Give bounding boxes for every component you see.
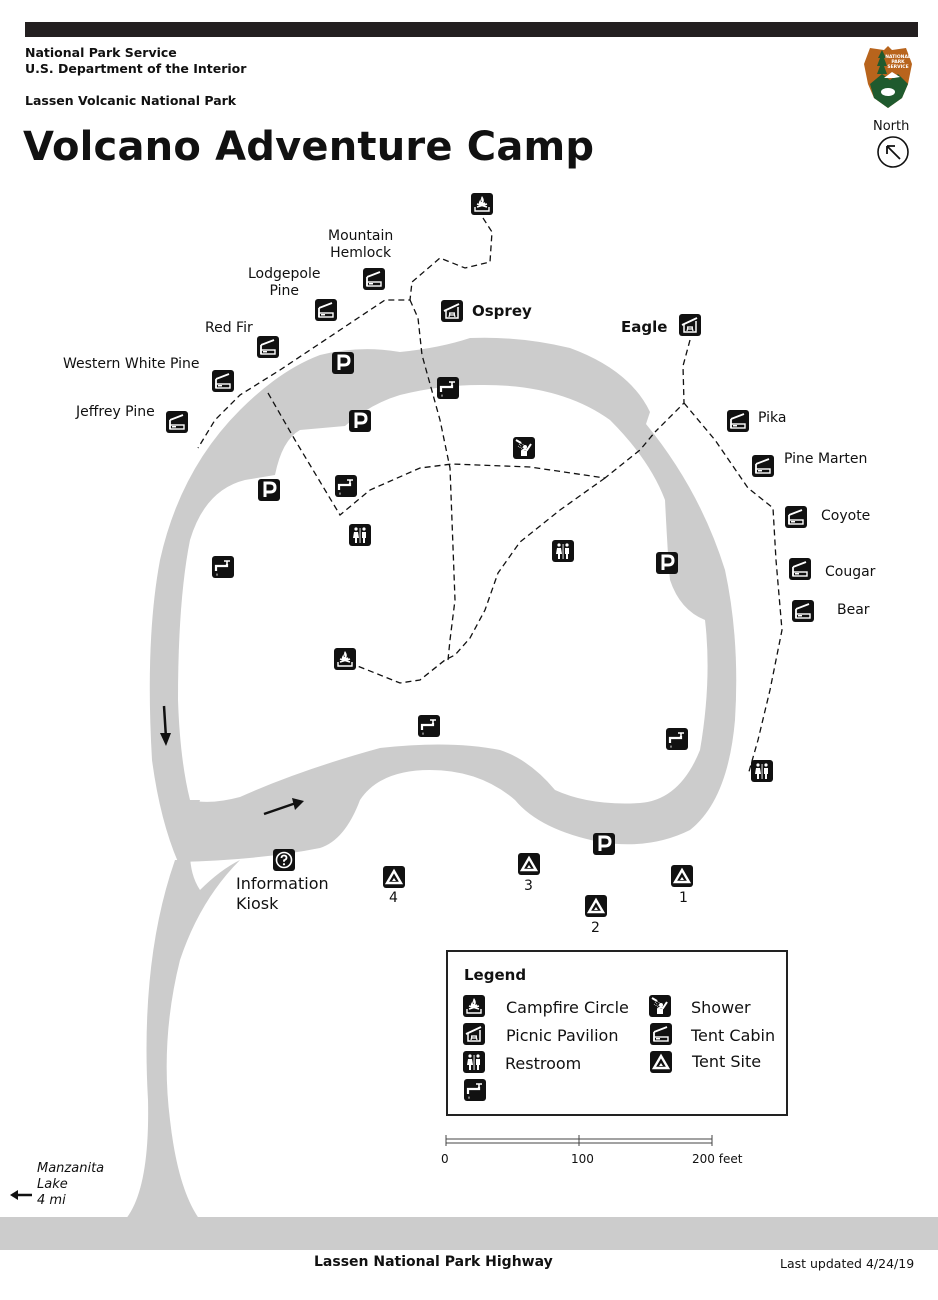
shower-icon: [649, 995, 671, 1017]
tent-site-number: 2: [591, 920, 600, 936]
cabin-label-red-fir: Red Fir: [205, 320, 253, 336]
highway-road: [0, 1217, 938, 1250]
parking-icon[interactable]: [258, 479, 280, 501]
scale-tick-label: 100: [571, 1152, 594, 1166]
campfire-circle-icon: [463, 995, 485, 1017]
cabin-label-bear: Bear: [837, 602, 870, 618]
parking-icon[interactable]: [656, 552, 678, 574]
north-arrow-icon: [877, 136, 909, 168]
tent-site-icon: [650, 1051, 672, 1073]
scale-tick-label: 0: [441, 1152, 449, 1166]
last-updated: Last updated 4/24/19: [780, 1256, 915, 1271]
one-way-arrow-right: [263, 801, 297, 816]
trail: [354, 477, 606, 684]
trail: [683, 402, 783, 776]
cabin-label-coyote: Coyote: [821, 508, 871, 524]
trail: [654, 339, 691, 433]
north-label: North: [873, 119, 910, 134]
logo-text: NATIONAL: [885, 54, 911, 60]
restroom-icon[interactable]: [349, 524, 371, 546]
picnic-pavilion-icon: [463, 1023, 485, 1045]
department-name: U.S. Department of the Interior: [25, 61, 247, 76]
tent-cabin-icon[interactable]: [752, 455, 774, 477]
water-faucet-icon: [464, 1079, 486, 1101]
pavilion-label-eagle: Eagle: [621, 318, 668, 336]
water-faucet-icon[interactable]: [212, 556, 234, 578]
highway-label: Lassen National Park Highway: [314, 1254, 553, 1270]
trail: [409, 299, 456, 661]
page-title: Volcano Adventure Camp: [23, 124, 595, 170]
shower-icon[interactable]: [513, 437, 535, 459]
tent-site-number: 4: [389, 890, 398, 906]
scale-tick-label: 200 feet: [692, 1152, 743, 1166]
legend-label: Tent Cabin: [691, 1026, 776, 1045]
picnic-pavilion-icon[interactable]: [679, 314, 701, 336]
cabin-label-pika: Pika: [758, 410, 787, 426]
tent-site-icon[interactable]: [518, 853, 540, 875]
trail: [267, 392, 656, 516]
restroom-icon[interactable]: [552, 540, 574, 562]
svg-text:PARK: PARK: [891, 59, 905, 65]
parking-icon[interactable]: [593, 833, 615, 855]
nps-arrowhead-logo: NATIONAL PARK SERVICE: [864, 46, 912, 108]
tent-site-number: 1: [679, 890, 688, 906]
water-faucet-icon[interactable]: [418, 715, 440, 737]
legend-label: Picnic Pavilion: [506, 1026, 619, 1045]
cabin-label-western-white-pine: Western White Pine: [63, 356, 200, 372]
tent-cabin-icon[interactable]: [212, 370, 234, 392]
park-name: Lassen Volcanic National Park: [25, 93, 237, 108]
pavilion-label-osprey: Osprey: [472, 302, 532, 320]
agency-name: National Park Service: [25, 45, 177, 60]
parking-icon[interactable]: [332, 352, 354, 374]
scale-bar: [445, 1135, 713, 1146]
tent-site-number: 3: [524, 878, 533, 894]
legend-label: Campfire Circle: [506, 998, 629, 1017]
tent-cabin-icon[interactable]: [785, 506, 807, 528]
legend: Legend Campfire Circle Picnic Pavilion R…: [446, 950, 788, 1116]
svg-text:SERVICE: SERVICE: [887, 64, 908, 70]
tent-cabin-icon[interactable]: [166, 411, 188, 433]
water-faucet-icon[interactable]: [437, 377, 459, 399]
water-faucet-icon[interactable]: [335, 475, 357, 497]
legend-label: Restroom: [505, 1054, 582, 1073]
tent-site-icon[interactable]: [383, 866, 405, 888]
parking-icon[interactable]: [349, 410, 371, 432]
information-icon[interactable]: [273, 849, 295, 871]
cabin-label-cougar: Cougar: [825, 564, 876, 580]
tent-cabin-icon[interactable]: [257, 336, 279, 358]
header-bar: [25, 22, 918, 37]
tent-site-icon[interactable]: [585, 895, 607, 917]
tent-cabin-icon: [650, 1023, 672, 1045]
cabin-label-pine-marten: Pine Marten: [784, 451, 868, 467]
tent-cabin-icon[interactable]: [315, 299, 337, 321]
legend-label: Shower: [691, 998, 751, 1017]
legend-label: Tent Site: [692, 1052, 762, 1071]
tent-cabin-icon[interactable]: [363, 268, 385, 290]
campfire-circle-icon[interactable]: [334, 648, 356, 670]
restroom-icon[interactable]: [751, 760, 773, 782]
cabin-label-jeffrey-pine: Jeffrey Pine: [76, 404, 155, 420]
restroom-icon: [463, 1051, 485, 1073]
tent-cabin-icon[interactable]: [789, 558, 811, 580]
tent-cabin-icon[interactable]: [792, 600, 814, 622]
one-way-arrow-down: [162, 705, 168, 739]
picnic-pavilion-icon[interactable]: [441, 300, 463, 322]
trails: [197, 217, 783, 776]
tent-cabin-icon[interactable]: [727, 410, 749, 432]
campfire-circle-icon[interactable]: [471, 193, 493, 215]
legend-title: Legend: [464, 966, 527, 984]
loop-road: [149, 337, 737, 862]
water-faucet-icon[interactable]: [666, 728, 688, 750]
access-road: [125, 800, 240, 1220]
tent-site-icon[interactable]: [671, 865, 693, 887]
